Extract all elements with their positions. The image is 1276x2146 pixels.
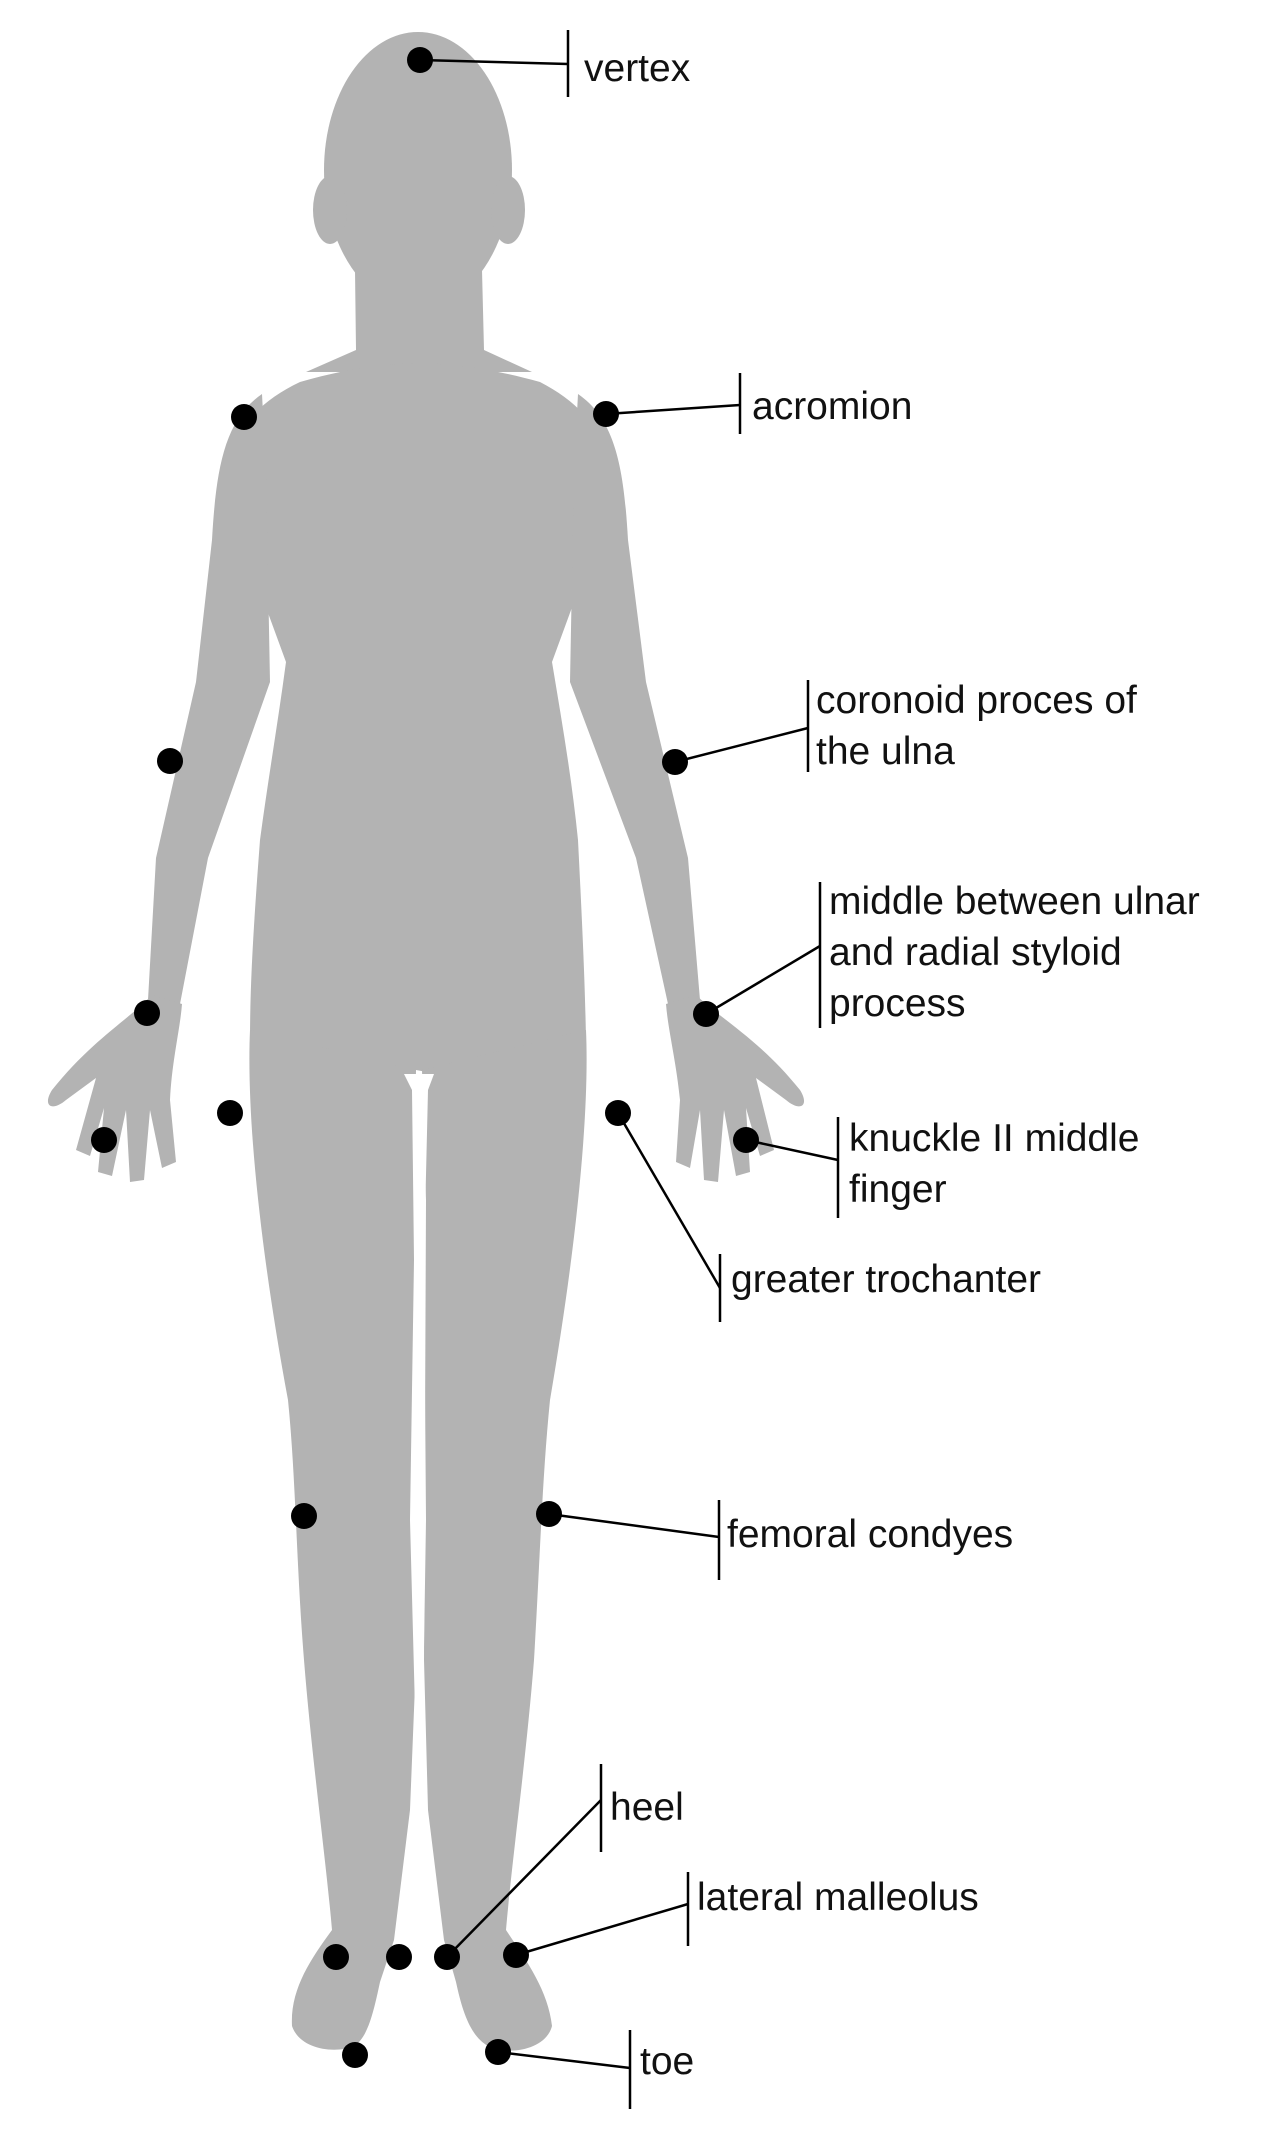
landmark-marker-toe-left (342, 2042, 368, 2068)
labels: vertex acromion coronoid proces of the u… (584, 47, 1211, 2083)
label-toe-line-1: toe (640, 2040, 694, 2083)
right-arm (570, 394, 700, 1004)
landmark-marker-knee-right (536, 1501, 562, 1527)
landmark-marker-heel-left (386, 1944, 412, 1970)
right-hand (666, 995, 805, 1182)
landmark-marker-malleolus-left (323, 1944, 349, 1970)
neck (306, 270, 532, 372)
landmark-marker-elbow-left (157, 748, 183, 774)
landmark-marker-malleolus-right (503, 1942, 529, 1968)
left-hand (47, 995, 183, 1182)
leader-line-knuckle (745, 1138, 839, 1162)
label-toe: toe (640, 2040, 694, 2083)
landmark-marker-knee-left (291, 1503, 317, 1529)
landmark-marker-wrist-left (134, 1000, 160, 1026)
left-ear (313, 176, 347, 244)
label-heel-line-1: heel (610, 1786, 684, 1829)
landmark-marker-vertex (407, 47, 433, 73)
label-trochanter-line-1: greater trochanter (731, 1258, 1041, 1301)
leader-line-trochanter (616, 1112, 722, 1289)
label-trochanter: greater trochanter (731, 1258, 1041, 1301)
label-acromion-line-1: acromion (752, 385, 912, 428)
label-malleolus: lateral malleolus (697, 1876, 979, 1919)
leader-line-toe (497, 2050, 631, 2070)
label-styloid: middle between ulnar and radial styloid … (829, 880, 1211, 1025)
label-coronoid-line-1: coronoid proces of (816, 679, 1137, 722)
leader-line-vertex (419, 58, 569, 66)
landmark-marker-acromion-right (593, 401, 619, 427)
leader-line-condyles (548, 1512, 720, 1539)
label-coronoid-line-2: the ulna (816, 730, 955, 773)
left-arm (148, 394, 270, 1004)
label-styloid-line-1: middle between ulnar (829, 880, 1200, 923)
landmark-marker-toe-right (485, 2039, 511, 2065)
leader-line-coronoid (674, 726, 809, 764)
label-condyles: femoral condyes (727, 1513, 1013, 1556)
label-styloid-line-2: and radial styloid (829, 931, 1122, 974)
head (324, 32, 512, 308)
landmark-marker-wrist-right (693, 1001, 719, 1027)
landmark-marker-trochanter-right (605, 1100, 631, 1126)
label-condyles-line-1: femoral condyes (727, 1513, 1013, 1556)
landmark-marker-knuckle-left (91, 1127, 117, 1153)
landmark-marker-trochanter-left (217, 1100, 243, 1126)
label-acromion: acromion (752, 385, 912, 428)
leader-line-acromion (605, 403, 741, 416)
landmark-marker-acromion-left (231, 404, 257, 430)
label-heel: heel (610, 1786, 684, 1829)
right-leg (422, 1030, 587, 2051)
label-styloid-line-3: process (829, 982, 966, 1025)
left-leg (249, 1030, 416, 2050)
label-knuckle-line-2: finger (849, 1168, 947, 1211)
torso (228, 363, 608, 1080)
label-coronoid: coronoid proces of the ulna (816, 679, 1148, 773)
label-malleolus-line-1: lateral malleolus (697, 1876, 979, 1919)
leader-line-styloid (705, 944, 821, 1016)
landmark-marker-elbow-right (662, 749, 688, 775)
label-knuckle-line-1: knuckle II middle (849, 1117, 1139, 1160)
leader-lines (419, 30, 840, 2109)
label-vertex: vertex (584, 47, 691, 90)
label-knuckle: knuckle II middle finger (849, 1117, 1150, 1211)
landmark-marker-knuckle-right (733, 1127, 759, 1153)
landmark-marker-heel-right (434, 1944, 460, 1970)
leg-gap (404, 1074, 434, 1900)
label-vertex-line-1: vertex (584, 47, 691, 90)
leader-line-malleolus (515, 1902, 689, 1957)
landmark-markers (91, 47, 759, 2068)
leader-line-heel (446, 1799, 602, 1958)
right-ear (491, 176, 525, 244)
body-silhouette (47, 32, 805, 2051)
